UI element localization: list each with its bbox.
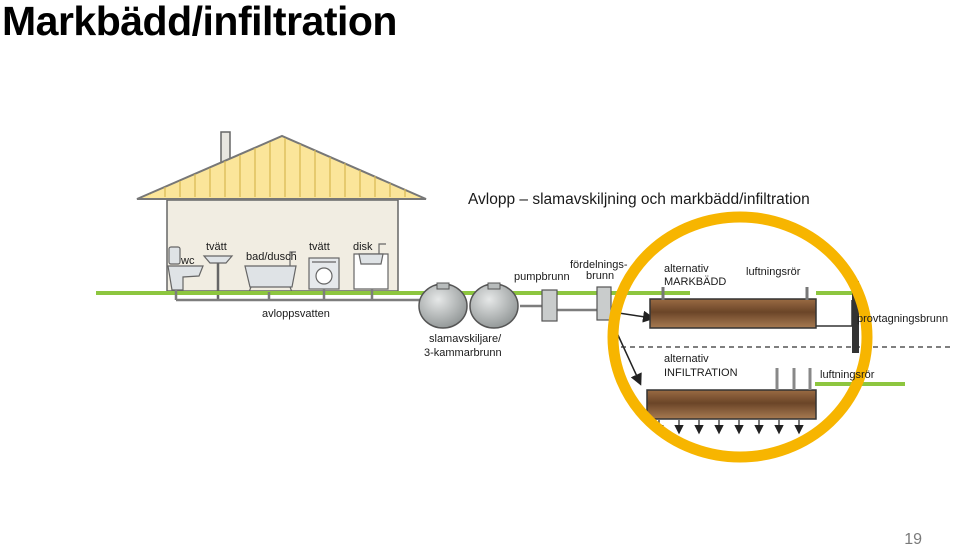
tank-1-hatch (436, 282, 450, 290)
label-alt-markbadd-2: MARKBÄDD (664, 276, 726, 288)
washing-machine-icon (308, 257, 340, 290)
label-alt-infiltration-2: INFILTRATION (664, 367, 738, 379)
infiltration-bed (646, 389, 817, 420)
septic-tank-2 (469, 283, 519, 329)
label-provtagningsbrunn: provtagningsbrunn (857, 313, 948, 325)
diagram-heading: Avlopp – slamavskiljning och markbädd/in… (468, 191, 810, 208)
slide-title: Markbädd/infiltration (2, 0, 397, 44)
septic-tank-1 (418, 283, 468, 329)
label-alt-infiltration-1: alternativ (664, 353, 709, 365)
sampling-well (852, 281, 859, 353)
label-luftningsror-top: luftningsrör (746, 266, 801, 278)
kitchen-sink-icon (353, 243, 389, 290)
label-alt-markbadd-1: alternativ (664, 263, 709, 275)
markbadd-bed (649, 298, 817, 329)
drain-pipes (174, 289, 598, 312)
label-bad-dusch: bad/dusch (246, 251, 297, 263)
label-luftningsror-bottom: luftningsrör (820, 369, 875, 381)
label-disk: disk (353, 241, 373, 253)
label-slamavskiljare-1: slamavskiljare/ (429, 333, 502, 345)
label-tvatt-sink: tvätt (206, 241, 227, 253)
label-pumpbrunn: pumpbrunn (514, 271, 570, 283)
label-tvatt-machine: tvätt (309, 241, 330, 253)
chimney (220, 131, 231, 163)
markbadd-outlet-pipe (816, 300, 853, 327)
bathtub-icon (244, 251, 297, 293)
highlight-circle (607, 211, 873, 463)
roof-battens (149, 138, 406, 197)
infiltration-down-arrows (654, 420, 804, 435)
label-wc: wc (180, 255, 195, 267)
tank-2-hatch (487, 282, 501, 290)
page-number: 19 (904, 531, 922, 548)
label-fordelning-2: brunn (586, 270, 614, 282)
label-fordelning-1: fördelnings- (570, 259, 628, 271)
label-avloppsvatten: avloppsvatten (262, 308, 330, 320)
toilet-icon (167, 246, 204, 291)
label-slamavskiljare-2: 3-kammarbrunn (424, 347, 502, 359)
pump-well (541, 289, 558, 322)
distribution-well (596, 286, 612, 321)
